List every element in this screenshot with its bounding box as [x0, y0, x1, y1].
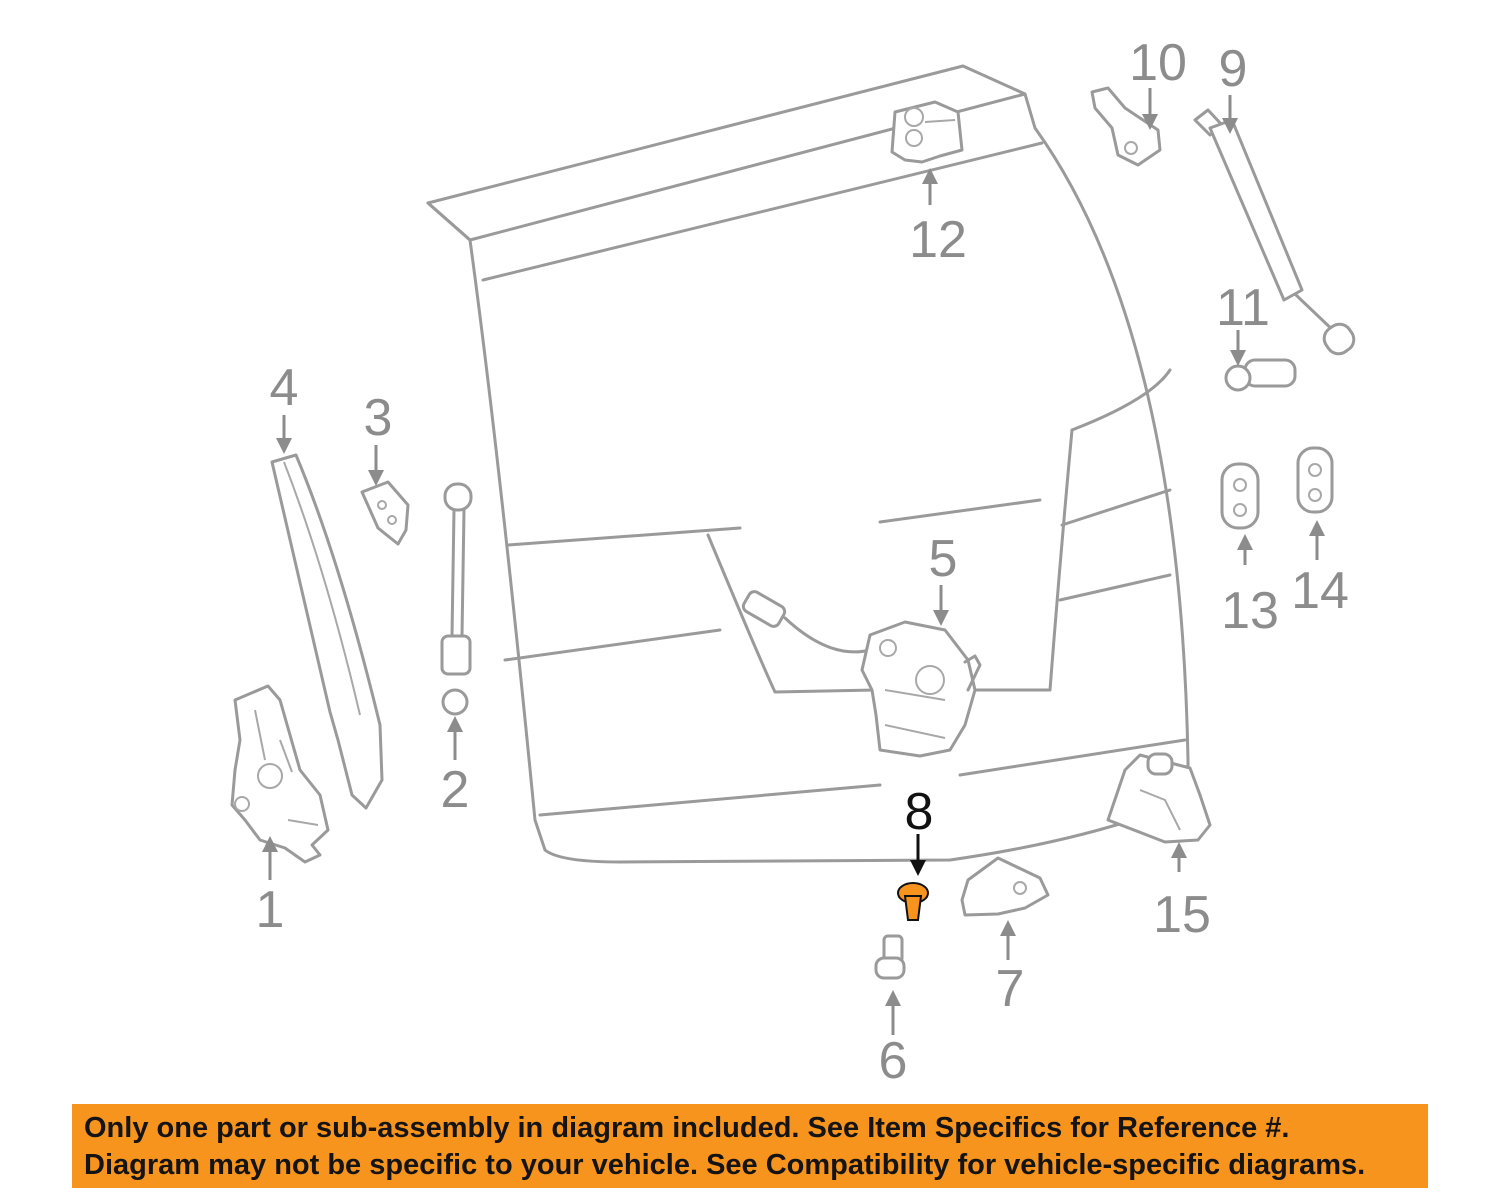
callout-1: 1	[256, 881, 285, 939]
part-12-hinge	[890, 100, 964, 164]
callout-11: 11	[1216, 279, 1270, 337]
callout-labels: 1 2 3 4 5 6 7 8 9 10 11 12 13 14 15	[256, 34, 1349, 1090]
callout-8: 8	[905, 783, 934, 841]
part-10-bracket	[1090, 86, 1162, 167]
part-8-screw	[897, 882, 929, 921]
part-15-switch	[1106, 752, 1212, 844]
part-11-bumper-stop	[1224, 358, 1297, 392]
parts-diagram: 1 2 3 4 5 6 7 8 9 10 11 12 13 14 15	[230, 34, 1356, 1090]
callout-5: 5	[929, 530, 958, 588]
disclaimer-line-2: Diagram may not be specific to your vehi…	[84, 1149, 1366, 1181]
callout-2: 2	[441, 761, 470, 819]
part-4-guide-rail	[270, 453, 384, 810]
disclaimer-banner: Only one part or sub-assembly in diagram…	[72, 1104, 1428, 1188]
callout-10: 10	[1129, 34, 1187, 92]
callout-15: 15	[1153, 886, 1211, 944]
callout-6: 6	[879, 1032, 908, 1090]
part-6-bolt	[874, 934, 906, 980]
callout-4: 4	[270, 359, 299, 417]
part-14-cover	[1296, 446, 1334, 514]
part-5-latch-assembly	[741, 590, 982, 758]
callout-14: 14	[1291, 562, 1349, 620]
callout-13: 13	[1221, 582, 1279, 640]
callout-arrows	[262, 88, 1325, 1035]
part-3-bracket	[360, 480, 410, 546]
callout-9: 9	[1219, 40, 1248, 98]
callout-12: 12	[909, 211, 967, 269]
disclaimer-line-1: Only one part or sub-assembly in diagram…	[84, 1112, 1290, 1144]
part-13-cover	[1220, 462, 1260, 530]
part-7-cover	[960, 856, 1050, 917]
part-2-strut	[440, 482, 473, 716]
callout-7: 7	[996, 960, 1025, 1018]
liftgate-panel	[426, 64, 1190, 864]
callout-3: 3	[364, 389, 393, 447]
part-1-lock-actuator	[230, 684, 330, 864]
